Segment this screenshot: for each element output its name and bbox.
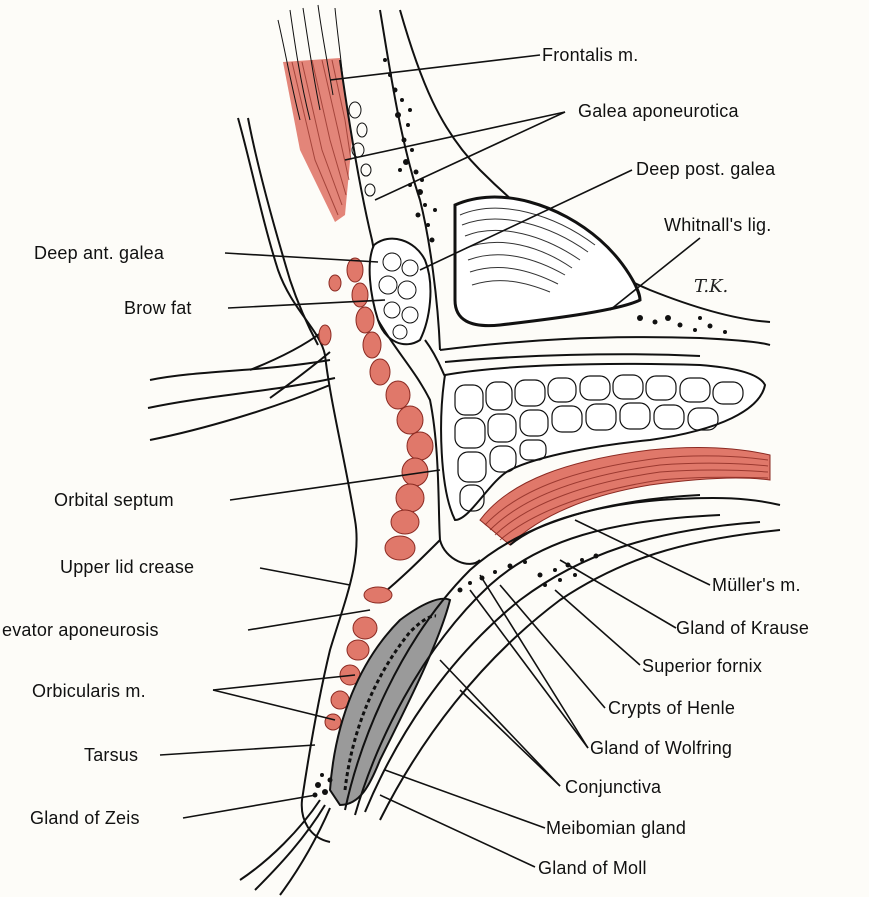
- label-levator-aponeurosis: evator aponeurosis: [2, 619, 159, 641]
- label-meibomian-gland: Meibomian gland: [546, 817, 686, 839]
- label-mullers-muscle: Müller's m.: [712, 574, 801, 596]
- label-frontalis: Frontalis m.: [542, 44, 638, 66]
- label-galea-aponeurotica: Galea aponeurotica: [578, 100, 739, 122]
- label-orbicularis: Orbicularis m.: [32, 680, 146, 702]
- label-orbital-septum: Orbital septum: [54, 489, 174, 511]
- label-gland-of-zeis: Gland of Zeis: [30, 807, 140, 829]
- label-brow-fat: Brow fat: [124, 297, 192, 319]
- eyelashes: [240, 800, 330, 895]
- fornix-glands: [458, 554, 599, 593]
- label-gland-of-wolfring: Gland of Wolfring: [590, 737, 732, 759]
- eyebrow-hairs: [148, 332, 335, 440]
- label-deep-post-galea: Deep post. galea: [636, 158, 775, 180]
- label-tarsus: Tarsus: [84, 744, 138, 766]
- label-gland-of-krause: Gland of Krause: [676, 617, 809, 639]
- label-superior-fornix: Superior fornix: [642, 655, 762, 677]
- whitnall-dots: [637, 315, 727, 334]
- artist-signature: T.K.: [694, 276, 728, 297]
- label-gland-of-moll: Gland of Moll: [538, 857, 647, 879]
- label-whitnalls-lig: Whitnall's lig.: [664, 214, 771, 236]
- brow-fat: [370, 239, 431, 345]
- label-conjunctiva: Conjunctiva: [565, 776, 661, 798]
- label-upper-lid-crease: Upper lid crease: [60, 556, 194, 578]
- label-crypts-of-henle: Crypts of Henle: [608, 697, 735, 719]
- label-deep-ant-galea: Deep ant. galea: [34, 242, 164, 264]
- orbital-fat: [441, 364, 765, 520]
- tarsus-plate: [330, 599, 450, 805]
